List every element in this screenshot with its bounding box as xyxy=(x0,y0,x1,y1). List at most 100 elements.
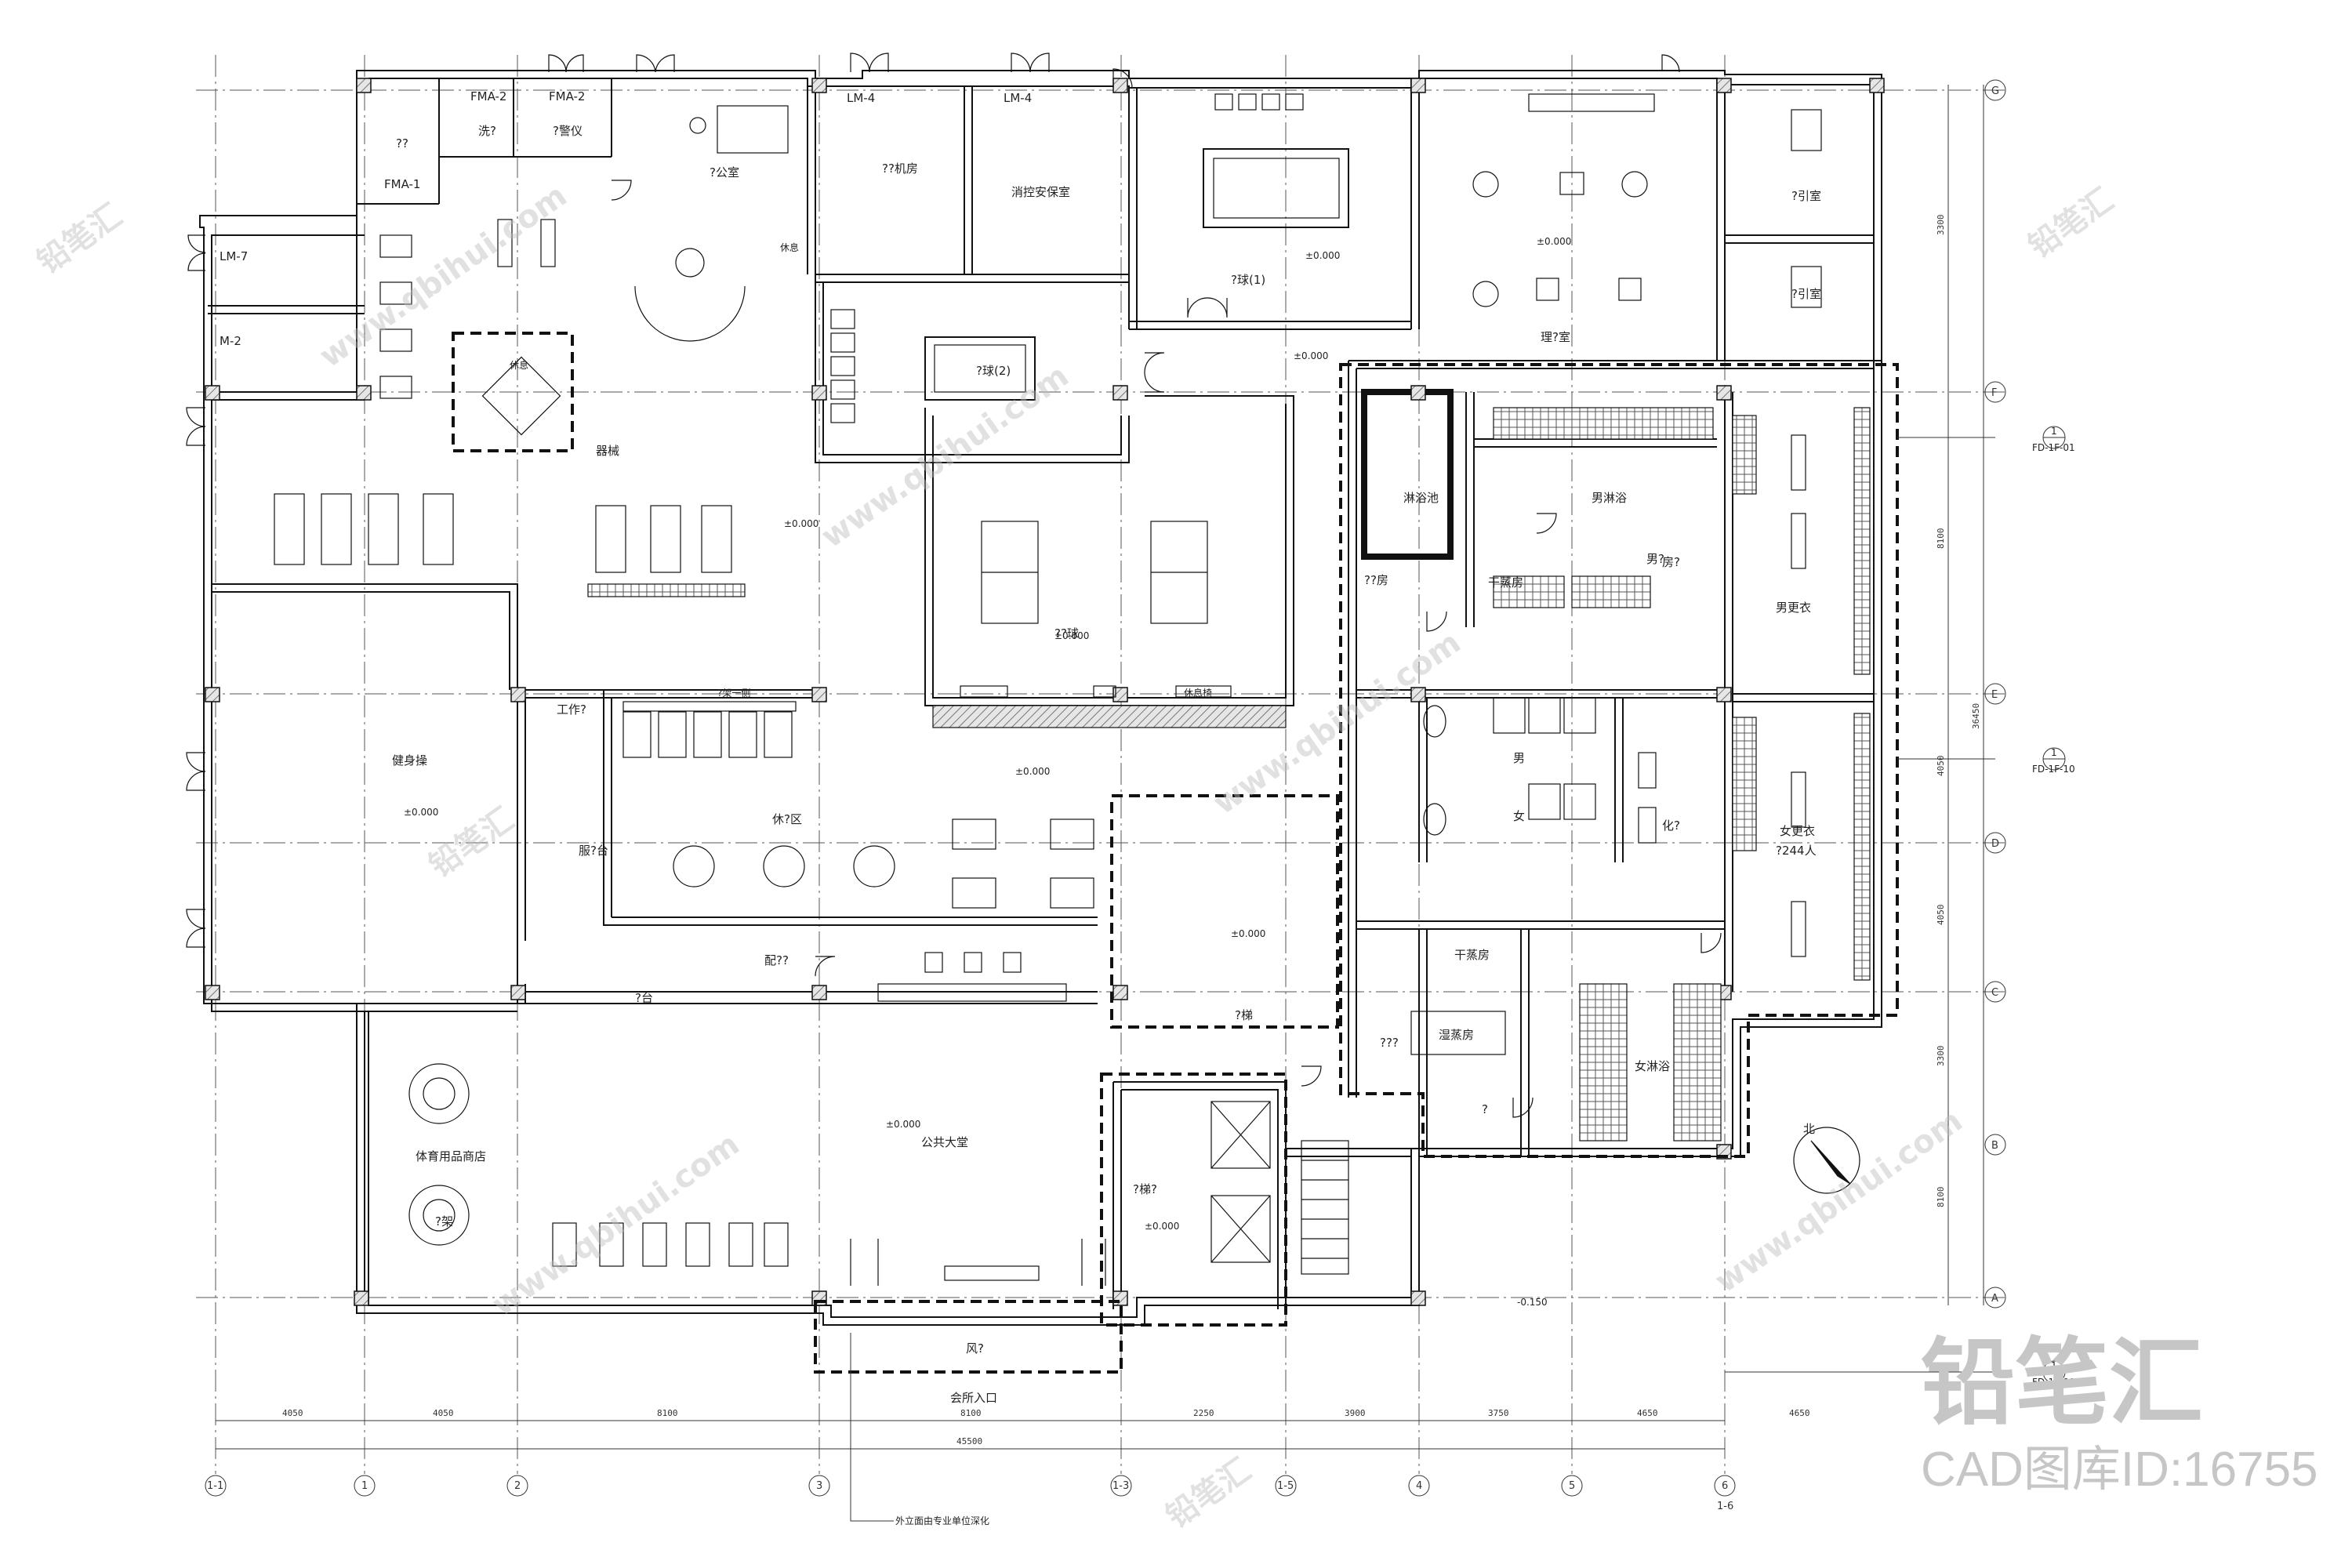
brand-id-text: CAD图库ID:16755 xyxy=(1921,1443,2318,1497)
room-label-55: 房? xyxy=(1662,555,1680,569)
room-label-44: ??? xyxy=(1380,1036,1399,1050)
room-label-13: 理?室 xyxy=(1541,330,1570,344)
room-label-19: 休息 xyxy=(510,359,528,371)
dim-bottom-4: 8100 xyxy=(960,1408,982,1418)
section-tag-number-1: 1 xyxy=(2051,426,2057,437)
level-mark-10: ±0.000 xyxy=(1145,1221,1179,1232)
section-tag-2: FD-1F-10 xyxy=(2032,764,2075,775)
axis-label-bottom-10: 1-6 xyxy=(1717,1501,1733,1512)
room-label-40: 配?? xyxy=(764,953,789,967)
axis-label-bottom-5: 1-3 xyxy=(1112,1480,1129,1492)
room-labels: ?? FMA-2 FMA-2 FMA-1 洗? ?警仪 ?公室 LM-4 LM-… xyxy=(220,89,1821,1405)
room-label-46: ? xyxy=(1482,1102,1488,1116)
axis-label-right-7: A xyxy=(1991,1293,1998,1305)
dim-bottom-6: 3900 xyxy=(1345,1408,1366,1418)
level-marks: ±0.000 ±0.000 ±0.000 ±0.000 ±0.000 ±0.00… xyxy=(404,236,1571,1308)
room-label-37: 化? xyxy=(1662,818,1680,833)
room-label-11: 消控安保室 xyxy=(1011,185,1070,199)
axis-label-bottom-8: 5 xyxy=(1569,1480,1575,1492)
doors xyxy=(186,53,1722,1118)
room-label-51: ?梯? xyxy=(1133,1182,1157,1196)
room-label-2: FMA-2 xyxy=(470,89,506,103)
axis-label-right-5: C xyxy=(1991,987,1998,999)
axis-bubbles-right: G F E D C B A xyxy=(1984,79,2006,1308)
room-label-8: LM-4 xyxy=(847,91,875,105)
room-label-3: FMA-2 xyxy=(549,89,585,103)
watermark-1: www.qbihui.com xyxy=(313,177,573,375)
room-label-17: M-2 xyxy=(220,334,241,348)
room-label-9: LM-4 xyxy=(1004,91,1032,105)
level-mark-2: ±0.000 xyxy=(1537,236,1571,247)
room-label-49: ?架 xyxy=(435,1214,453,1229)
room-label-22: 淋浴池 xyxy=(1403,491,1439,505)
dim-right-1: 3300 xyxy=(1936,215,1946,236)
axis-label-right-4: D xyxy=(1991,838,1999,850)
axis-label-bottom-3: 2 xyxy=(514,1480,521,1492)
dim-right-6: 8100 xyxy=(1936,1187,1946,1208)
level-mark-8: ±0.000 xyxy=(1231,928,1265,939)
room-label-43: 干蒸房 xyxy=(1454,948,1490,962)
dim-right-4: 4050 xyxy=(1936,905,1946,926)
room-label-25: ??房 xyxy=(1364,573,1388,587)
dim-bottom-1: 4050 xyxy=(282,1408,303,1418)
dimension-bottom: 4050 4050 8100 8100 2250 3900 3750 4650 … xyxy=(282,1408,1810,1446)
watermark-6: 铅笔汇 xyxy=(31,198,129,281)
axis-label-bottom-4: 3 xyxy=(816,1480,822,1492)
room-label-36: 女 xyxy=(1513,809,1525,823)
room-label-15: ?引室 xyxy=(1791,287,1821,301)
room-label-21: ?球(2) xyxy=(976,364,1011,378)
level-mark-3: ±0.000 xyxy=(1294,350,1328,361)
dashed-zones xyxy=(452,332,1899,1374)
room-label-29: 休息椅 xyxy=(1184,687,1212,699)
dim-right-3: 4050 xyxy=(1936,756,1946,777)
dim-bottom-5: 2250 xyxy=(1193,1408,1214,1418)
axis-label-right-3: E xyxy=(1991,689,1998,701)
dim-bottom-9: 4650 xyxy=(1789,1408,1810,1418)
room-label-18: 休息 xyxy=(780,241,799,253)
room-label-26: 男? xyxy=(1646,552,1664,566)
room-label-5: 洗? xyxy=(478,124,496,138)
watermark-5: www.qbihui.com xyxy=(485,1126,746,1323)
axis-bubbles-bottom: 1-1 1 2 3 1-3 1-5 4 5 6 1-6 xyxy=(205,1475,1736,1512)
room-label-16: LM-7 xyxy=(220,249,248,263)
room-label-23: 男淋浴 xyxy=(1592,491,1627,505)
axis-label-bottom-1: 1-1 xyxy=(207,1480,223,1492)
room-label-31: 工作? xyxy=(557,702,586,717)
level-mark-11: -0.150 xyxy=(1517,1297,1548,1308)
section-tag-3: FD-1F-09 xyxy=(2032,1377,2075,1388)
axis-label-bottom-9: 6 xyxy=(1722,1480,1728,1492)
dim-bottom-7: 3750 xyxy=(1488,1408,1509,1418)
room-label-48: 体育用品商店 xyxy=(416,1149,486,1163)
watermark-8: 铅笔汇 xyxy=(1160,1452,1258,1536)
brand-logo-text: 铅笔汇 xyxy=(1921,1329,2203,1438)
room-label-54: 北 xyxy=(1803,1122,1815,1136)
watermark-2: www.qbihui.com xyxy=(815,358,1075,555)
room-label-53: 会所入口 xyxy=(950,1391,997,1405)
room-label-34: 服?台 xyxy=(579,844,608,858)
room-label-33: 休?区 xyxy=(772,812,802,826)
room-label-52: 风? xyxy=(966,1341,984,1356)
level-mark-1: ±0.000 xyxy=(1305,250,1340,261)
dim-right-total: 36450 xyxy=(1971,703,1981,729)
watermark-9: 铅笔汇 xyxy=(2022,182,2120,266)
room-label-10: ??机房 xyxy=(882,162,918,176)
room-label-1: ?? xyxy=(396,136,408,151)
section-tag-1: FD-1F-01 xyxy=(2032,442,2075,453)
level-mark-5: ±0.000 xyxy=(1054,630,1089,641)
axis-label-right-1: G xyxy=(1991,85,1999,97)
level-mark-9: ±0.000 xyxy=(886,1119,920,1130)
dimension-lines xyxy=(216,85,1984,1450)
brand-logo: 铅笔汇 CAD图库ID:16755 xyxy=(1921,1329,2318,1497)
dim-right-5: 3300 xyxy=(1936,1046,1946,1067)
axis-label-bottom-7: 4 xyxy=(1416,1480,1422,1492)
room-label-7: ?公室 xyxy=(710,165,739,180)
room-label-42: ?梯 xyxy=(1235,1008,1253,1022)
dim-bottom-total: 45500 xyxy=(956,1436,982,1446)
dim-bottom-2: 4050 xyxy=(433,1408,454,1418)
dim-bottom-3: 8100 xyxy=(657,1408,678,1418)
room-label-50: 公共大堂 xyxy=(921,1135,968,1149)
furniture xyxy=(274,93,1871,1286)
section-tag-number-3: 1 xyxy=(2051,1360,2057,1371)
axis-label-bottom-6: 1-5 xyxy=(1277,1480,1294,1492)
